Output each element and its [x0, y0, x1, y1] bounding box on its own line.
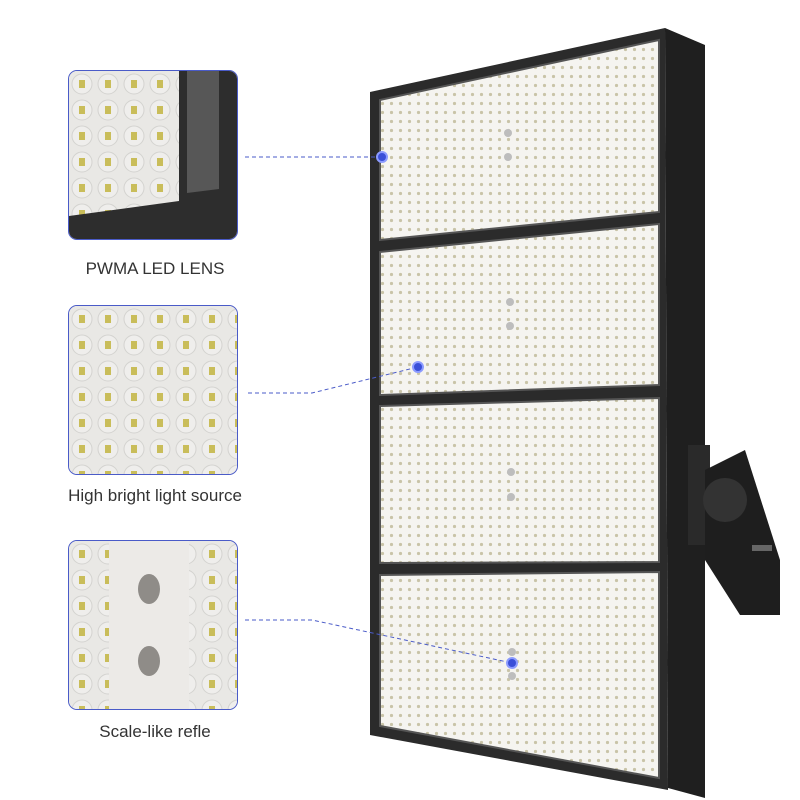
led-module-4 — [379, 570, 660, 780]
callout-line-2 — [248, 366, 419, 394]
callout-label-reflector: Scale-like refle — [99, 722, 211, 741]
mounting-bracket — [688, 445, 780, 615]
led-module-2 — [379, 222, 660, 397]
callout-image-light-source — [68, 305, 238, 475]
callout-dot-2 — [412, 361, 424, 373]
callout-image-reflector — [68, 540, 238, 710]
callout-dot-3 — [506, 657, 518, 669]
side-plate — [665, 28, 705, 798]
callout-label-light-source: High bright light source — [68, 486, 242, 505]
led-module-1 — [379, 38, 660, 242]
callout-image-lens — [68, 70, 238, 240]
callout-line-3 — [245, 619, 513, 664]
callout-dot-1 — [376, 151, 388, 163]
led-module-3 — [379, 396, 660, 565]
callout-label-lens: PWMA LED LENS — [85, 259, 225, 278]
